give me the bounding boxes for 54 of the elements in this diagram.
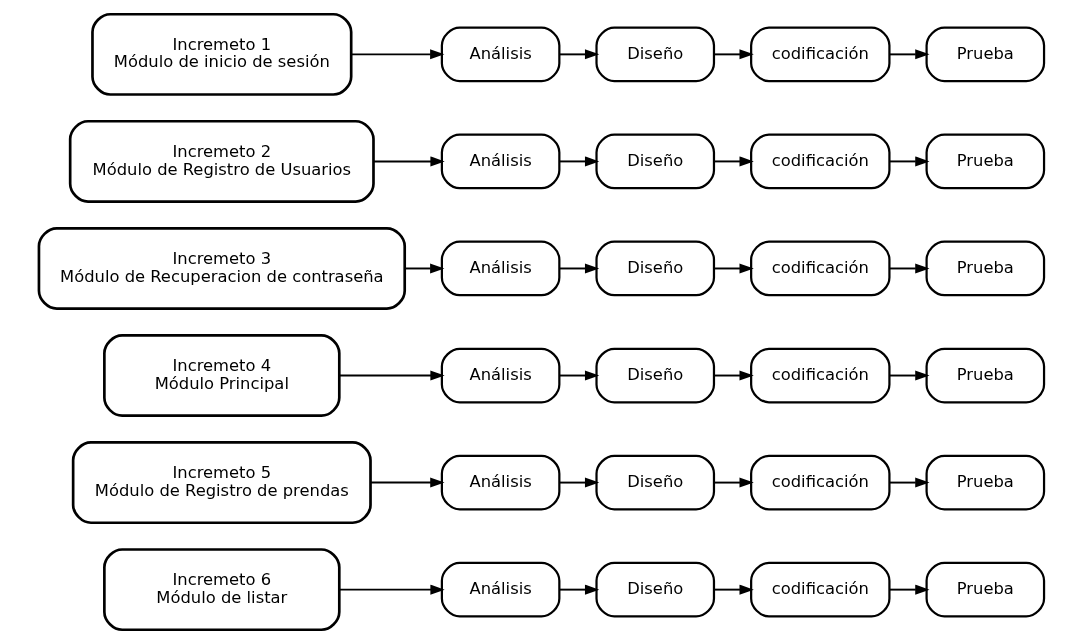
arrow [888,156,930,167]
arrow [372,156,445,167]
arrow [713,263,754,274]
node-box: codificación [750,561,891,618]
node-box: Análisis [440,133,561,190]
node-box: Incremeto 4 Módulo Principal [103,334,341,417]
node-box: Análisis [440,561,561,618]
arrow [713,49,754,60]
arrow [558,263,600,274]
arrow [558,49,600,60]
arrow [558,477,600,488]
node-box: codificación [750,347,891,404]
arrow [888,263,930,274]
arrow [558,370,600,381]
node-box: Análisis [440,347,561,404]
arrow [888,49,930,60]
arrow [404,263,445,274]
node-box: Diseño [595,26,716,83]
arrow [713,584,754,595]
arrow [888,370,930,381]
arrow [888,584,930,595]
arrow [558,584,600,595]
node-box: Incremeto 6 Módulo de listar [103,548,341,632]
node-box: Incremeto 1 Módulo de inicio de sesión [91,12,353,96]
arrow [338,370,445,381]
node-box: Diseño [595,454,716,511]
node-box: Diseño [595,133,716,190]
node-box: Diseño [595,347,716,404]
node-box: Diseño [595,561,716,618]
node-box: Prueba [925,561,1046,618]
node-box: Prueba [925,347,1046,404]
node-box: Incremeto 3 Módulo de Recuperacion de contraseña [37,227,407,310]
node-box: Prueba [925,26,1046,83]
node-box: Prueba [925,454,1046,511]
node-box: Análisis [440,240,561,297]
node-box: Prueba [925,240,1046,297]
node-box: codificación [750,26,891,83]
arrow [888,477,930,488]
arrow [338,584,445,595]
arrow [713,156,754,167]
arrow [350,49,445,60]
node-box: Incremeto 2 Módulo de Registro de Usuarios [68,119,375,203]
node-box: Prueba [925,133,1046,190]
node-box: Incremeto 5 Módulo de Registro de prendas [71,441,372,525]
node-box: codificación [750,240,891,297]
node-box: Diseño [595,240,716,297]
node-box: Análisis [440,26,561,83]
arrow [558,156,600,167]
node-box: codificación [750,454,891,511]
arrow [713,477,754,488]
node-box: codificación [750,133,891,190]
arrow [713,370,754,381]
node-box: Análisis [440,454,561,511]
arrow [369,477,445,488]
